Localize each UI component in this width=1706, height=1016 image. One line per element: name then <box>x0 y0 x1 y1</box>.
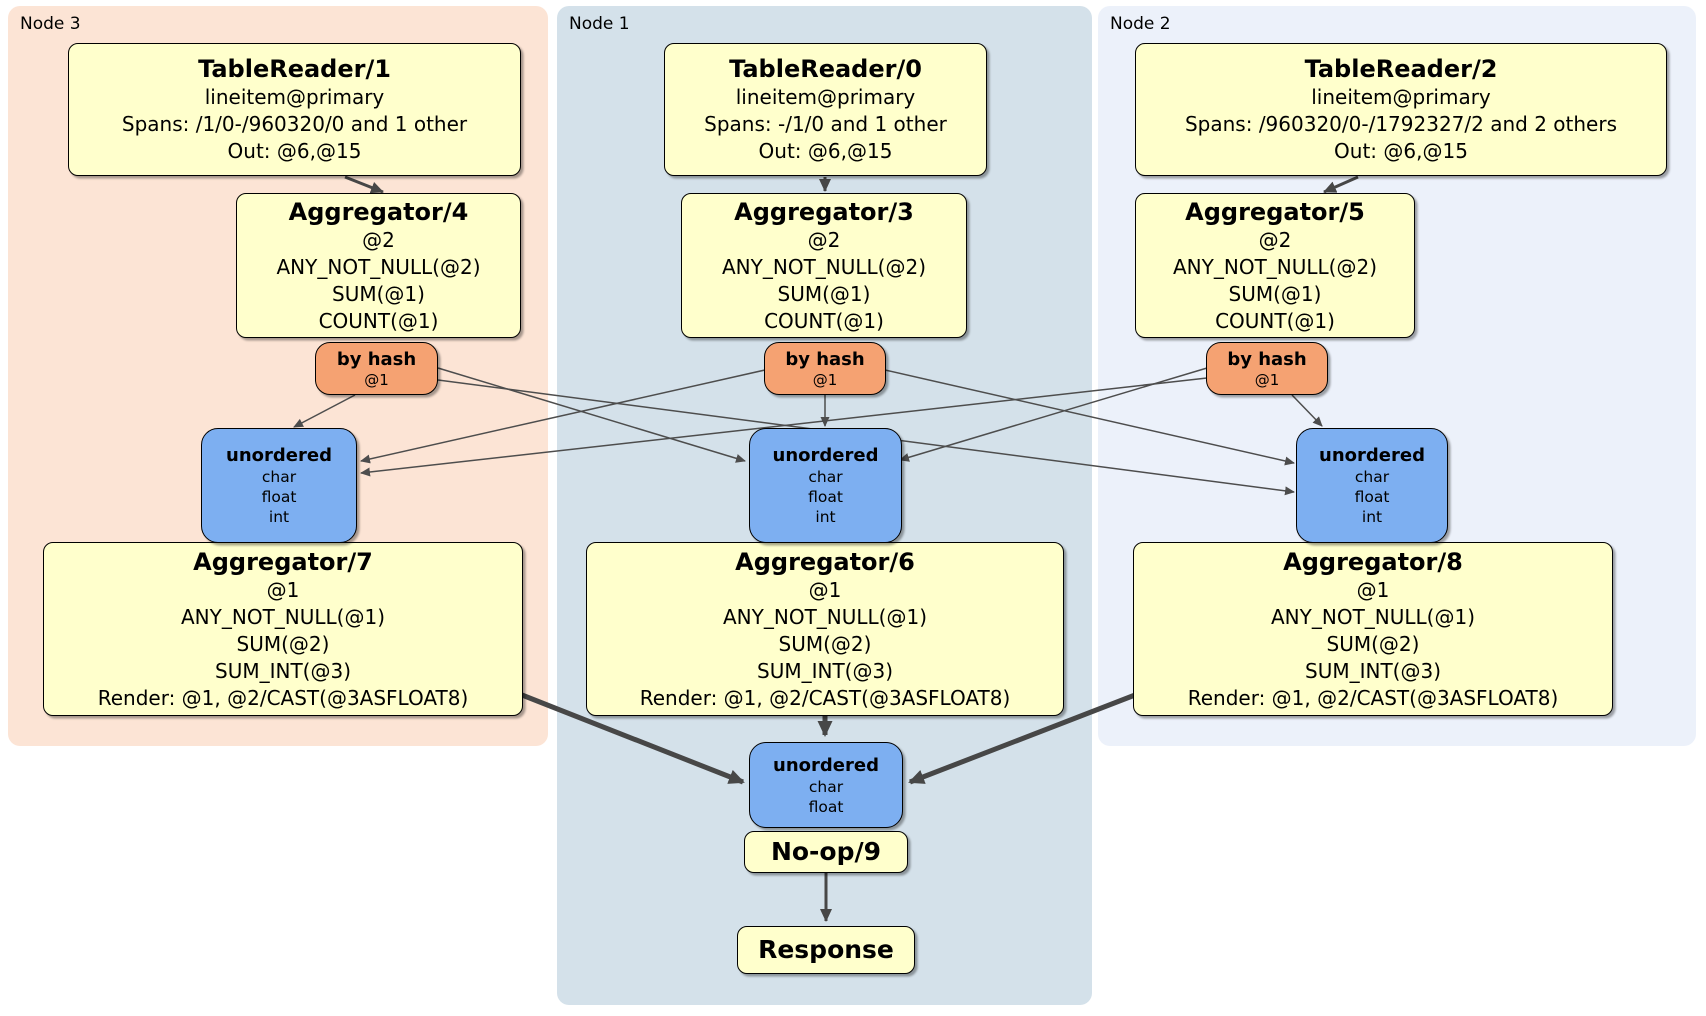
sync-unordered-node1: unordered char float int <box>749 428 902 543</box>
region-node2-label: Node 2 <box>1110 14 1171 34</box>
processor-tablereader-1: TableReader/1 lineitem@primary Spans: /1… <box>68 43 521 176</box>
processor-aggregator-5: Aggregator/5 @2 ANY_NOT_NULL(@2) SUM(@1)… <box>1135 193 1415 338</box>
router-by-hash-node2: by hash @1 <box>1206 342 1328 395</box>
processor-tablereader-2: TableReader/2 lineitem@primary Spans: /9… <box>1135 43 1667 176</box>
region-node3-label: Node 3 <box>20 14 81 34</box>
processor-aggregator-7: Aggregator/7 @1 ANY_NOT_NULL(@1) SUM(@2)… <box>43 542 523 716</box>
sync-unordered-node3: unordered char float int <box>201 428 357 543</box>
processor-aggregator-8: Aggregator/8 @1 ANY_NOT_NULL(@1) SUM(@2)… <box>1133 542 1613 716</box>
processor-response: Response <box>737 926 915 974</box>
router-by-hash-node1: by hash @1 <box>764 342 886 395</box>
router-by-hash-node3: by hash @1 <box>315 342 438 395</box>
processor-aggregator-3: Aggregator/3 @2 ANY_NOT_NULL(@2) SUM(@1)… <box>681 193 967 338</box>
processor-noop-9: No-op/9 <box>744 831 908 873</box>
processor-aggregator-6: Aggregator/6 @1 ANY_NOT_NULL(@1) SUM(@2)… <box>586 542 1064 716</box>
processor-aggregator-4: Aggregator/4 @2 ANY_NOT_NULL(@2) SUM(@1)… <box>236 193 521 338</box>
region-node1-label: Node 1 <box>569 14 630 34</box>
sync-unordered-node2: unordered char float int <box>1296 428 1448 543</box>
processor-tablereader-0: TableReader/0 lineitem@primary Spans: -/… <box>664 43 987 176</box>
sync-unordered-final: unordered char float <box>749 742 903 828</box>
